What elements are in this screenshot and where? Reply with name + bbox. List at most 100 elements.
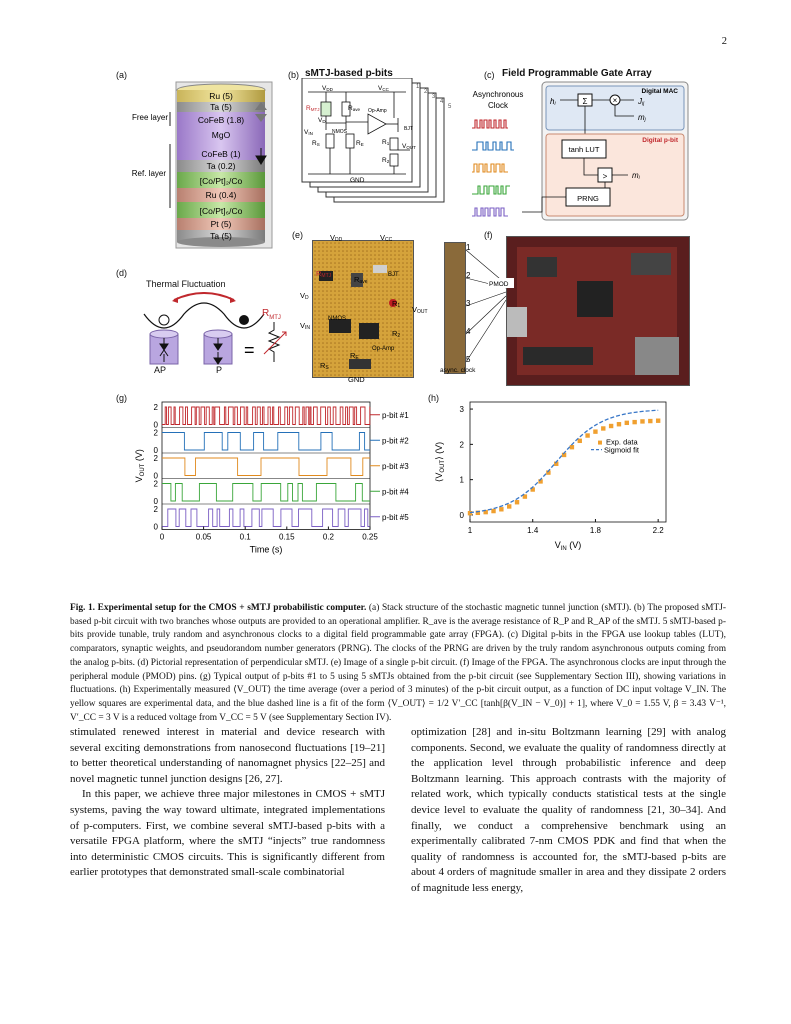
svg-text:VOUT: VOUT (402, 143, 416, 150)
svg-text:NMOS: NMOS (332, 129, 348, 135)
svg-text:Op-Amp: Op-Amp (372, 346, 395, 352)
layer-label: MgO (212, 130, 231, 140)
y-tick-label: 2 (460, 440, 465, 449)
svg-text:BJT: BJT (388, 272, 399, 278)
svg-text:RMTJ: RMTJ (316, 269, 332, 279)
svg-text:4: 4 (440, 99, 444, 105)
data-point (569, 444, 575, 450)
svg-text:hi: hi (550, 97, 556, 107)
svg-text:Σ: Σ (583, 97, 588, 106)
svg-text:VD: VD (300, 291, 309, 301)
plot-frame (161, 401, 371, 530)
svg-text:VDD: VDD (322, 85, 334, 92)
x-tick-label: 1.4 (527, 526, 539, 535)
data-point (601, 426, 606, 431)
svg-text:GND: GND (350, 177, 365, 184)
rmtj-label: RMTJ (262, 308, 281, 321)
sigmoid-fit-line (469, 409, 659, 514)
legend-label: Exp. data (606, 438, 639, 447)
body-column-right: optimization [28] and in-situ Boltzmann … (411, 725, 726, 897)
layer-label: Ta (5) (210, 231, 232, 241)
pbit-circuit-photo (312, 240, 414, 378)
series-trace (162, 406, 371, 425)
panel-c-label: (c) (484, 70, 495, 80)
pmod-label: PMOD (489, 281, 509, 288)
plot-frame (469, 401, 667, 523)
y-tick-label: 2 (154, 429, 159, 438)
svg-text:NMOS: NMOS (328, 316, 346, 322)
svg-text:VIN: VIN (300, 321, 310, 331)
data-point (483, 509, 488, 515)
svg-text:VDD: VDD (330, 233, 343, 243)
svg-text:RS: RS (312, 140, 320, 147)
double-arrow-icon (255, 102, 267, 122)
async-clock-label: async. clock (440, 367, 476, 374)
layer-label: Ta (0.2) (207, 161, 236, 171)
svg-text:R2: R2 (382, 157, 390, 164)
panel-c-title: Field Programmable Gate Array (502, 68, 652, 79)
svg-text:VCC: VCC (378, 85, 390, 92)
svg-text:2: 2 (424, 89, 428, 95)
svg-text:VD: VD (318, 117, 326, 124)
data-point (648, 418, 653, 424)
svg-text:R2: R2 (392, 329, 400, 339)
y-tick-label: 0 (154, 523, 159, 532)
x-tick-label: 0.15 (279, 533, 295, 542)
y-tick-label: 0 (154, 446, 159, 455)
free-layer-label: Free layer (132, 113, 168, 122)
svg-text:RMTJ: RMTJ (306, 105, 319, 112)
svg-text:RS: RS (320, 361, 329, 371)
layer-label: [Co/Pt]₂/Co (200, 176, 243, 186)
x-tick-label: 0 (160, 533, 165, 542)
svg-text:Digital MAC: Digital MAC (642, 88, 679, 95)
figure-1: (a) Ru (5) Ta (5) CoFeB (116, 68, 690, 555)
layer-label: [Co/Pt]₆/Co (200, 206, 243, 216)
panel-e-label: (e) (292, 230, 303, 240)
fpga-connection-labels: 1 2 3 4 5 PMOD async. clock (440, 243, 514, 374)
x-tick-label: 0.25 (362, 533, 378, 542)
svg-text:VIN: VIN (304, 129, 313, 136)
caption-lead: Fig. 1. Experimental setup for the CMOS … (70, 603, 367, 613)
series-label: p-bit #4 (382, 487, 409, 496)
svg-text:1: 1 (466, 243, 471, 252)
data-point (530, 487, 535, 492)
layer-label: CoFeB (1.8) (198, 115, 244, 125)
y-tick-label: 0 (154, 497, 159, 506)
data-point (467, 510, 473, 516)
series-trace (162, 508, 370, 527)
svg-text:Rave: Rave (348, 105, 360, 112)
svg-text:Jij: Jij (637, 97, 645, 107)
data-point (624, 420, 629, 426)
p-cylinder (203, 329, 233, 365)
pbit-photo-labels: VDD VCC RMTJ Rave BJT VD R1 VOUT VIN NMO… (300, 233, 428, 384)
fpga-diagram: Asynchronous Clock Digital MAC hi Σ × Ji… (472, 81, 689, 221)
svg-text:GND: GND (348, 375, 365, 384)
svg-text:Digital p-bit: Digital p-bit (642, 137, 679, 144)
y-axis-label: VOUT (V) (134, 449, 146, 482)
svg-text:mi: mi (632, 171, 641, 181)
data-point (514, 500, 520, 505)
stack-layers (176, 83, 266, 247)
svg-text:tanh LUT: tanh LUT (569, 145, 600, 154)
data-point (593, 429, 598, 434)
svg-text:=: = (244, 340, 255, 360)
panel-d-title: Thermal Fluctuation (146, 279, 226, 289)
series-label: p-bit #5 (382, 513, 409, 522)
svg-text:2: 2 (466, 271, 471, 280)
svg-text:VOUT: VOUT (412, 305, 428, 315)
series-label: p-bit #3 (382, 462, 409, 471)
x-tick-label: 0.1 (240, 533, 252, 542)
caption-body: (a) Stack structure of the stochastic ma… (70, 603, 726, 723)
fpga-board-photo (506, 236, 690, 386)
down-arrow-icon (255, 148, 267, 165)
panel-f-label: (f) (484, 230, 493, 240)
figure-caption: Fig. 1. Experimental setup for the CMOS … (70, 602, 726, 725)
data-point (554, 461, 559, 466)
mtj-stack: Ru (5) Ta (5) CoFeB (1.8) MgO CoFeB (1) … (132, 81, 273, 249)
data-point (577, 438, 582, 444)
fluctuation-arrow-icon (173, 292, 235, 301)
layer-label: CoFeB (1) (201, 149, 240, 159)
data-point (475, 510, 481, 516)
svg-text:5: 5 (448, 104, 452, 110)
page-number: 2 (721, 36, 727, 47)
